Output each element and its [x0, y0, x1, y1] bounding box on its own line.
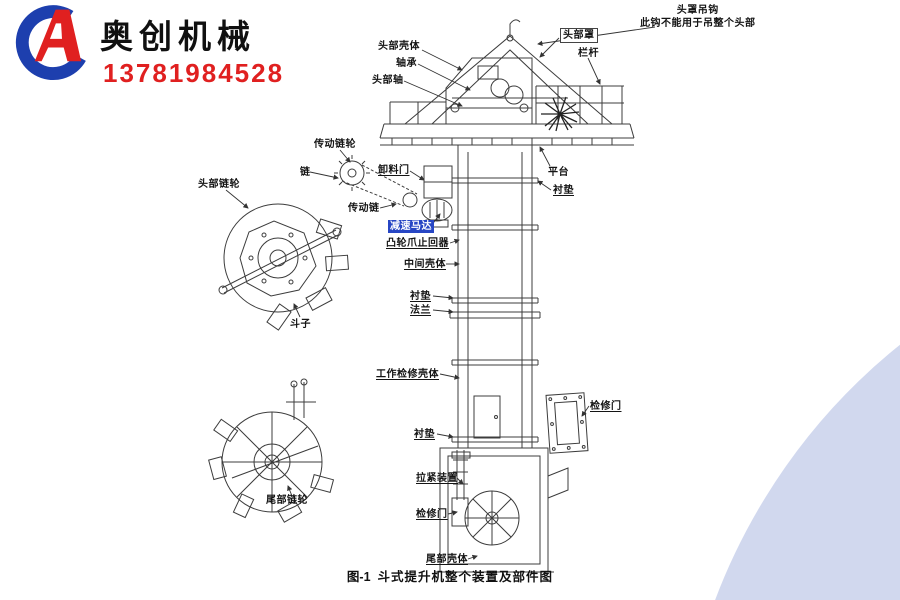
leader-line: [432, 308, 454, 315]
leader-line: [339, 149, 351, 163]
leader-line: [430, 213, 441, 227]
leader-line: [539, 146, 551, 167]
line-art: [208, 19, 635, 573]
leader-line: [447, 510, 458, 516]
leader-line: [537, 180, 552, 191]
leader-line: [432, 294, 454, 301]
leader-line: [467, 554, 478, 560]
chain-pile: [541, 96, 580, 132]
figure-caption: 图-1 斗式提升机整个装置及部件图: [0, 566, 900, 585]
leader-line: [403, 80, 463, 107]
leader-line: [439, 373, 460, 380]
leader-line: [456, 477, 464, 485]
leader-line: [436, 433, 454, 439]
company-name: 奥创机械: [100, 18, 256, 55]
leader-line: [587, 57, 601, 85]
company-phone: 13781984528: [103, 58, 285, 88]
leader-line: [293, 303, 301, 318]
leader-line: [379, 202, 397, 209]
leader-line: [449, 238, 460, 244]
leader-line: [225, 189, 249, 209]
leader-line: [309, 171, 339, 180]
leader-line: [417, 63, 471, 91]
leader-line: [409, 170, 425, 181]
leader-line: [287, 485, 293, 497]
caption-fig-number: 图-1: [346, 570, 371, 584]
leader-line: [581, 405, 590, 417]
leader-line: [421, 49, 463, 71]
leader-line: [539, 37, 560, 58]
caption-title: 斗式提升机整个装置及部件图: [377, 570, 554, 584]
